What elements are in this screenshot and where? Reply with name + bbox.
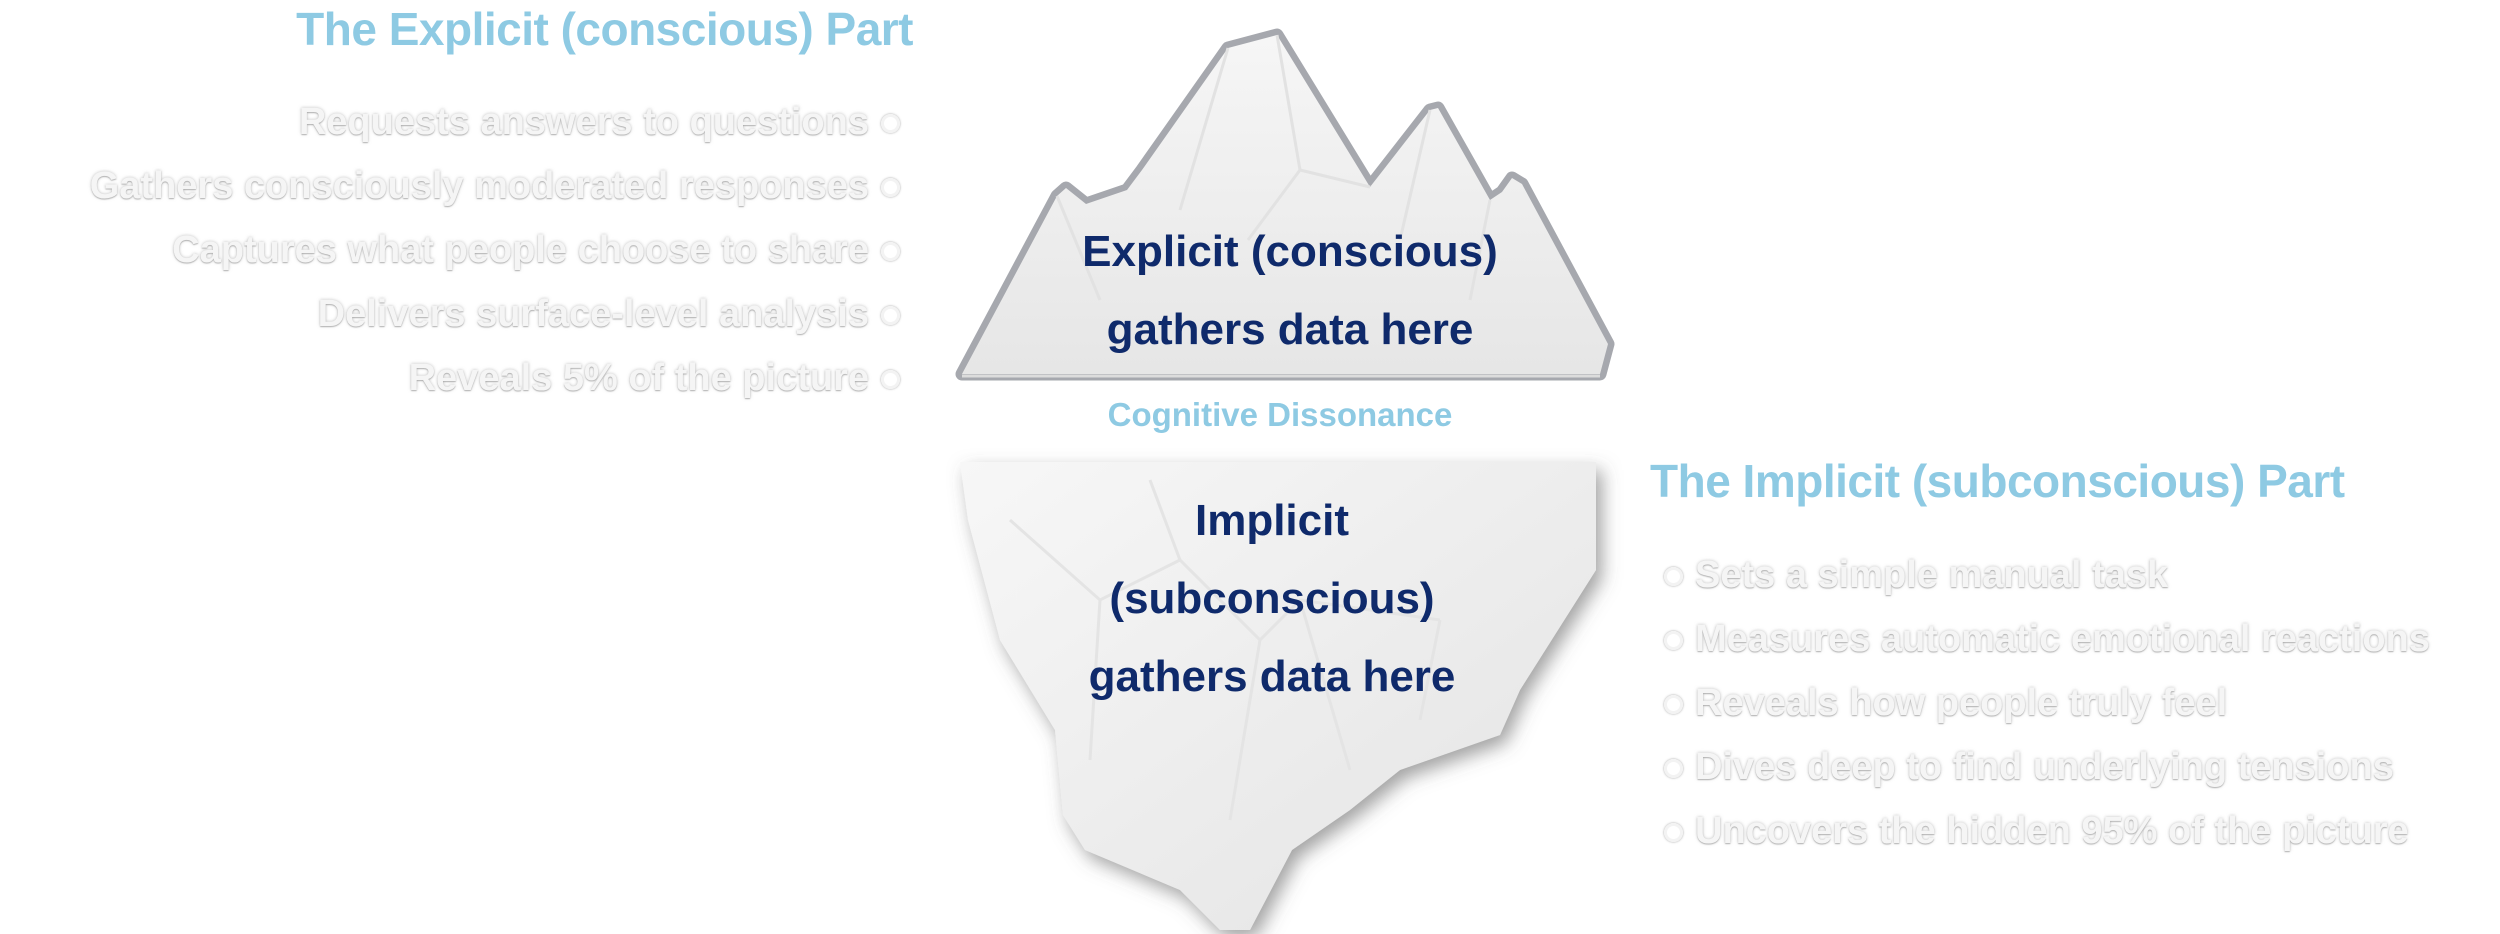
list-item: Dives deep to find underlying tensions — [1652, 735, 2430, 799]
circle-bullet-icon — [1664, 567, 1683, 587]
list-item: Measures automatic emotional reactions — [1652, 607, 2430, 671]
explicit-traits-list: Requests answers to questions Gathers co… — [90, 90, 912, 410]
circle-bullet-icon — [881, 178, 900, 198]
circle-bullet-icon — [1664, 631, 1683, 651]
implicit-iceberg-label: Implicit (subconscious) gathers data her… — [1022, 482, 1522, 716]
list-item: Uncovers the hidden 95% of the picture — [1652, 799, 2430, 863]
implicit-iceberg-label-line3: gathers data here — [1088, 652, 1456, 701]
list-item: Sets a simple manual task — [1652, 543, 2430, 607]
circle-bullet-icon — [881, 306, 900, 326]
list-item-label: Uncovers the hidden 95% of the picture — [1695, 810, 2409, 852]
circle-bullet-icon — [1664, 759, 1683, 779]
list-item: Requests answers to questions — [90, 90, 912, 154]
explicit-iceberg-label: Explicit (conscious) gathers data here — [1030, 213, 1550, 369]
list-item-label: Captures what people choose to share — [172, 229, 869, 271]
explicit-iceberg-label-line1: Explicit (conscious) — [1082, 227, 1498, 276]
explicit-section-heading: The Explicit (conscious) Part — [296, 3, 913, 55]
list-item: Reveals 5% of the picture — [90, 346, 912, 410]
list-item-label: Gathers consciously moderated responses — [89, 165, 869, 207]
implicit-traits-list: Sets a simple manual task Measures autom… — [1652, 543, 2430, 863]
iceberg-tip — [955, 28, 1615, 381]
iceberg-body — [960, 462, 1596, 930]
list-item-label: Measures automatic emotional reactions — [1695, 618, 2430, 660]
implicit-section-heading: The Implicit (subconscious) Part — [1650, 455, 2345, 507]
cognitive-dissonance-label: Cognitive Dissonance — [1107, 396, 1453, 433]
list-item-label: Reveals 5% of the picture — [408, 357, 869, 399]
list-item-label: Reveals how people truly feel — [1695, 682, 2228, 724]
list-item-label: Requests answers to questions — [298, 101, 869, 143]
circle-bullet-icon — [881, 114, 900, 134]
list-item: Reveals how people truly feel — [1652, 671, 2430, 735]
explicit-iceberg-label-line2: gathers data here — [1106, 305, 1474, 354]
circle-bullet-icon — [1664, 695, 1683, 715]
list-item: Captures what people choose to share — [90, 218, 912, 282]
circle-bullet-icon — [881, 242, 900, 262]
list-item-label: Delivers surface-level analysis — [317, 293, 869, 335]
implicit-iceberg-label-line2: (subconscious) — [1109, 574, 1435, 623]
list-item: Gathers consciously moderated responses — [90, 154, 912, 218]
circle-bullet-icon — [1664, 823, 1683, 843]
list-item: Delivers surface-level analysis — [90, 282, 912, 346]
circle-bullet-icon — [881, 370, 900, 390]
implicit-iceberg-label-line1: Implicit — [1194, 496, 1350, 545]
list-item-label: Sets a simple manual task — [1695, 554, 2169, 596]
list-item-label: Dives deep to find underlying tensions — [1695, 746, 2394, 788]
